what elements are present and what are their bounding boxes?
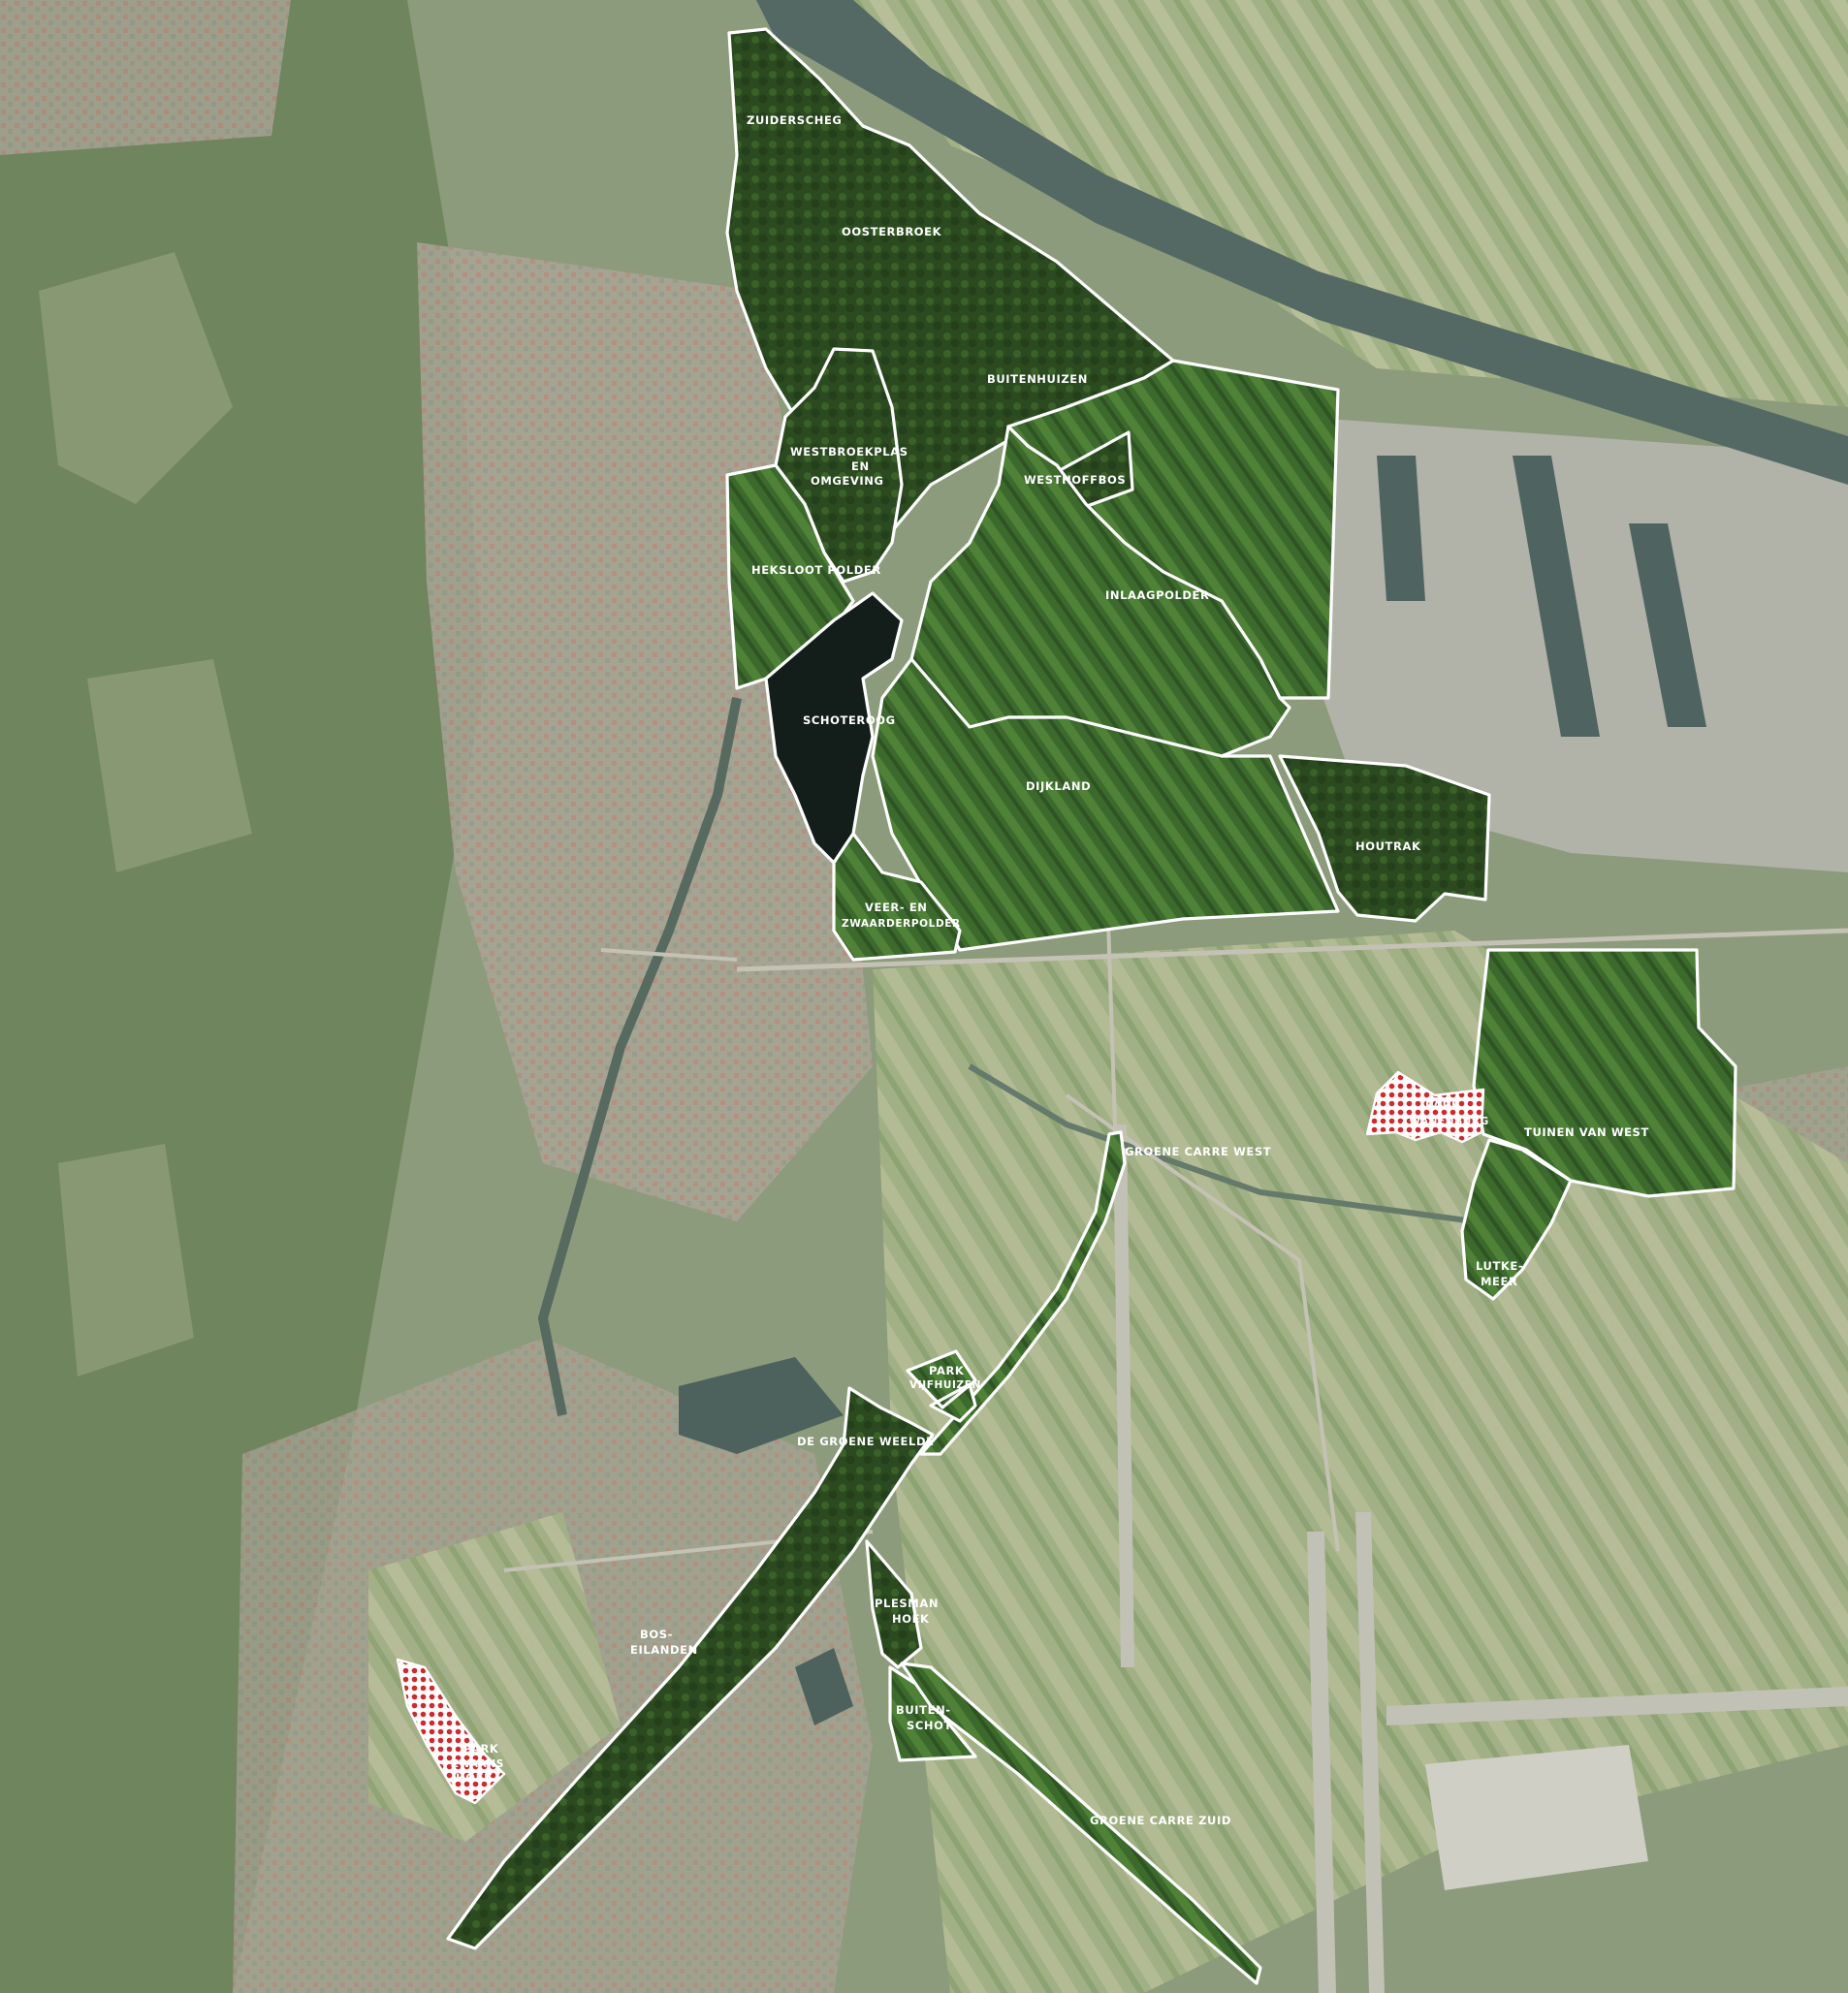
label-de-groene-weelde: DE GROENE WEELDE bbox=[797, 1435, 935, 1448]
airport-runways bbox=[1113, 1124, 1848, 1993]
label-park-vijfhuizen-2: VIJFHUIZEN bbox=[909, 1379, 981, 1391]
area-labels: ZUIDERSCHEG OOSTERBROEK BUITENHUIZEN WES… bbox=[451, 113, 1649, 1827]
label-bos-eilanden-2: EILANDEN bbox=[630, 1643, 698, 1657]
label-park-zwaanshoek-2: ZWAANS bbox=[451, 1758, 504, 1770]
lake-south bbox=[795, 1648, 853, 1725]
label-westhoffbos: WESTHOFFBOS bbox=[1024, 473, 1126, 487]
spaarne-river bbox=[537, 697, 742, 1416]
label-westbroekplas-3: OMGEVING bbox=[811, 474, 884, 488]
dune-area bbox=[0, 0, 485, 1993]
label-westbroekplas-1: WESTBROEKPLAS bbox=[790, 445, 908, 459]
label-zuiderscheg: ZUIDERSCHEG bbox=[747, 113, 842, 127]
label-buitenhuizen: BUITENHUIZEN bbox=[987, 372, 1088, 386]
label-tuinen-van-west: TUINEN VAN WEST bbox=[1524, 1125, 1649, 1139]
green-areas bbox=[396, 27, 1737, 1985]
area-groene-carre-zuid bbox=[900, 1661, 1262, 1985]
label-buitenschot-1: BUITEN- bbox=[896, 1703, 951, 1717]
area-groene-carre-west bbox=[919, 1130, 1127, 1456]
area-dijkland bbox=[871, 657, 1340, 952]
area-inlaagpolder bbox=[909, 425, 1291, 758]
dune-highlights bbox=[39, 252, 252, 1376]
label-groene-carre-west: GROENE CARRE WEST bbox=[1125, 1145, 1271, 1158]
harbour-docks bbox=[1377, 456, 1706, 737]
area-de-groene-weelde bbox=[446, 1386, 935, 1950]
label-veer-1: VEER- EN bbox=[865, 901, 928, 914]
area-park-zwaanshoek bbox=[396, 1658, 506, 1805]
label-park-zwanenburg-2: ZWANENBURG bbox=[1401, 1116, 1489, 1127]
label-veer-2: ZWAARDERPOLDER bbox=[842, 918, 961, 930]
label-plesmanhoek-1: PLESMAN bbox=[875, 1597, 939, 1610]
polder-fields-southwest bbox=[368, 1512, 621, 1842]
label-plesmanhoek-2: HOEK bbox=[892, 1612, 930, 1626]
label-inlaagpolder: INLAAGPOLDER bbox=[1105, 588, 1209, 602]
label-bos-eilanden-1: BOS- bbox=[640, 1628, 673, 1641]
label-lutkemeer-2: MEER bbox=[1481, 1275, 1517, 1288]
north-sea-canal bbox=[756, 0, 1848, 485]
ringvaart-canal bbox=[968, 1063, 1475, 1224]
area-plesmanhoek bbox=[865, 1539, 923, 1669]
label-buitenschot-2: SCHOT bbox=[907, 1719, 952, 1732]
label-houtrak: HOUTRAK bbox=[1355, 839, 1421, 853]
polder-fields-north bbox=[853, 0, 1848, 407]
label-park-zwaanshoek-1: PARK bbox=[463, 1742, 499, 1756]
area-veer bbox=[832, 832, 962, 962]
area-lutkemeer bbox=[1460, 1138, 1573, 1301]
label-park-zwaanshoek-3: HOEK bbox=[456, 1771, 494, 1785]
area-park-zwanenburg bbox=[1365, 1070, 1485, 1144]
label-park-zwanenburg-1: PARK bbox=[1425, 1098, 1461, 1112]
urban-area-north bbox=[0, 0, 291, 155]
mooie-nel-lake bbox=[679, 1357, 844, 1454]
label-oosterbroek: OOSTERBROEK bbox=[842, 225, 942, 238]
label-schoteroog: SCHOTEROOG bbox=[803, 713, 896, 727]
area-houtrak bbox=[1278, 754, 1491, 923]
label-westbroekplas-2: EN bbox=[851, 459, 870, 473]
label-dijkland: DIJKLAND bbox=[1026, 779, 1091, 793]
label-heksloot: HEKSLOOT POLDER bbox=[751, 563, 881, 577]
label-park-vijfhuizen-1: PARK bbox=[929, 1364, 965, 1377]
label-groene-carre-zuid: GROENE CARRE ZUID bbox=[1090, 1814, 1231, 1827]
area-schoteroog bbox=[764, 591, 904, 865]
area-park-vijfhuizen bbox=[906, 1349, 977, 1423]
area-westbroekplas bbox=[774, 347, 904, 584]
label-lutkemeer-1: LUTKE- bbox=[1476, 1259, 1523, 1273]
area-tuinen-van-west bbox=[1472, 948, 1737, 1198]
